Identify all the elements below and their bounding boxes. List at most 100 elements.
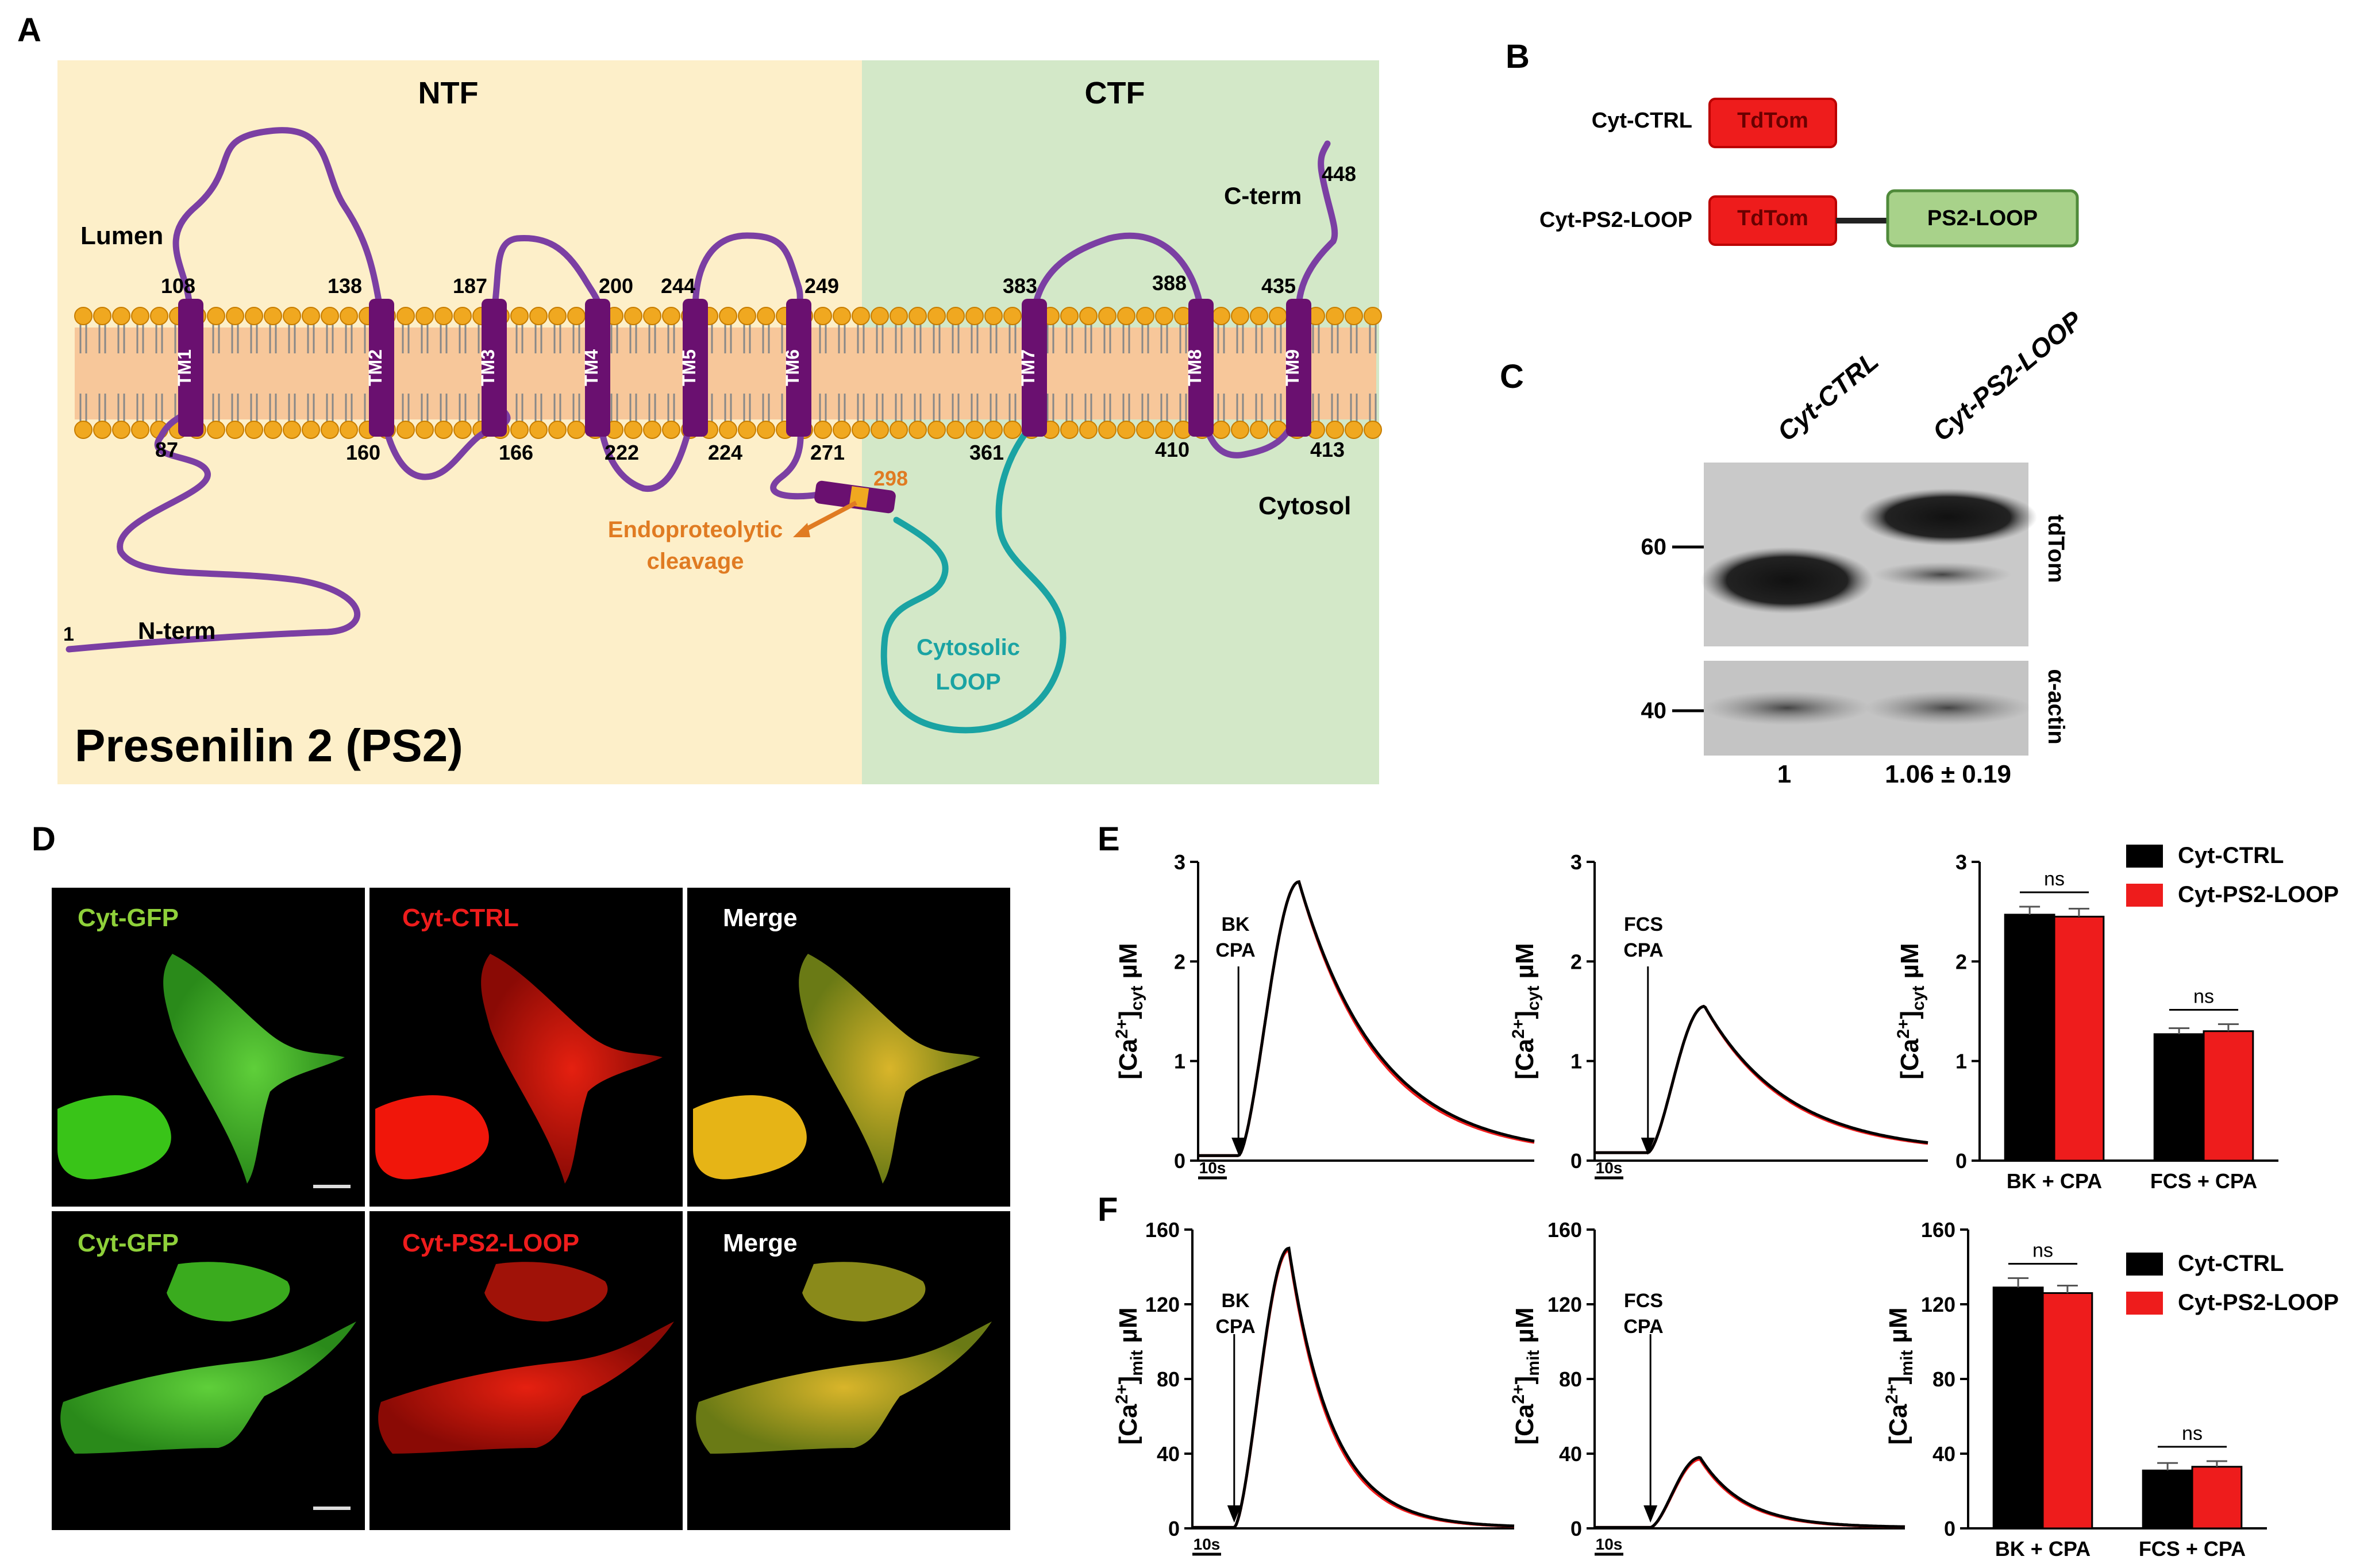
tm-helix-1: TM1 [174,299,203,437]
lipid-head [890,421,908,439]
cterm-label: C-term [1224,182,1302,209]
stimulus-label: FCS [1624,914,1663,935]
y-axis-label: [Ca2+]cyt µM [1509,943,1543,1079]
lipid-head [302,307,320,325]
y-tick-label: 1 [1174,1050,1185,1073]
y-tick-label: 120 [1921,1293,1955,1316]
lipid-head [833,307,851,325]
panel-label-c: C [1500,358,1524,395]
lipid-head [814,307,832,325]
cleavage-number: 298 [873,467,908,490]
lipid-head [321,421,339,439]
lipid-head [1136,421,1154,439]
stimulus-label: CPA [1623,1316,1663,1338]
legend-label: Cyt-CTRL [2178,843,2284,868]
cytosolic-loop [880,419,1067,734]
cell-gfp [163,954,345,1184]
lipid-head [1250,421,1268,439]
lipid-head [662,307,680,325]
y-tick-label: 40 [1932,1442,1955,1466]
lipid-head [984,421,1003,439]
loop-label-1: Cytosolic [917,635,1020,660]
significance-label: ns [2193,986,2214,1008]
cell-tdtom [484,1262,608,1322]
y-axis-label: [Ca2+]mit µM [1883,1307,1916,1444]
y-tick-label: 0 [1570,1149,1582,1173]
lane-label-ctrl: Cyt-CTRL [1772,346,1884,447]
cell-merge [693,1095,807,1180]
stimulus-label: BK [1221,1290,1250,1312]
lipid-head [1231,307,1249,325]
lipid-head [74,421,93,439]
lipid-head [131,307,149,325]
tm-helix-7: TM7 [1018,299,1047,437]
lipid-head [93,421,111,439]
lipid-head [643,307,661,325]
stimulus-label: CPA [1215,939,1255,961]
legend-label: Cyt-CTRL [2178,1251,2284,1276]
lipid-head [510,307,529,325]
y-axis-label: [Ca2+]cyt µM [1894,943,1928,1079]
lipid-head [1326,307,1344,325]
lipid-head [908,307,927,325]
y-tick-label: 120 [1547,1293,1582,1316]
ctf-label: CTF [1085,76,1145,110]
bar-ctrl [1992,1286,2044,1530]
lipid-head [1250,307,1268,325]
tm-label: TM7 [1018,349,1038,386]
lipid-head [1136,307,1154,325]
lipid-head [1345,421,1363,439]
bar-loop [2042,1292,2093,1530]
lipid-head [833,421,851,439]
tm-helix-3: TM3 [478,299,507,437]
tm-helix-4: TM4 [581,299,610,437]
x-category-label: FCS + CPA [2139,1537,2246,1561]
bar-loop [2203,1030,2254,1162]
time-scale-label: 10s [1596,1535,1623,1553]
band-ctrl-tdtom [1701,547,1873,614]
residue-number: 224 [708,441,742,464]
y-tick-label: 40 [1559,1442,1582,1466]
lipid-head [1117,307,1135,325]
lipid-head [1003,307,1022,325]
stimulus-arrowhead [1227,1505,1241,1523]
lipid-head [207,421,225,439]
lipid-head [415,421,434,439]
cell-tdtom [481,954,663,1184]
residue-number: 222 [605,441,639,464]
lipid-head [453,307,472,325]
tm-helix-9: TM9 [1282,299,1311,437]
lipid-head [245,307,263,325]
bar-loop [2053,915,2105,1162]
lipid-head [434,421,453,439]
y-tick-label: 2 [1174,950,1185,973]
y-tick-label: 160 [1921,1218,1955,1242]
mw-40: 40 [1641,698,1667,723]
legend-e: Cyt-CTRL Cyt-PS2-LOOP [2126,843,2339,907]
legend-swatch-ctrl [2126,845,2163,868]
y-tick-label: 3 [1955,850,1967,874]
tdtom-label-loop: TdTom [1737,206,1808,230]
lipid-head [852,307,870,325]
cell-merge [696,1322,992,1454]
stimulus-label: CPA [1623,939,1663,961]
lipid-head [396,307,415,325]
lipid-head [453,421,472,439]
lipid-head [1212,421,1230,439]
lipid-head [207,307,225,325]
ps2loop-box [1886,189,2079,248]
lipid-head [567,307,586,325]
panel-a-title: Presenilin 2 (PS2) [75,720,463,771]
lipid-head [1212,307,1230,325]
lipid-head [1155,421,1173,439]
micrograph-grid [52,888,1010,1530]
significance-label: ns [2032,1240,2053,1262]
lipid-head [908,421,927,439]
panel-label-e: E [1098,820,1120,858]
x-category-label: BK + CPA [2007,1169,2102,1193]
tm-label: TM3 [478,349,498,386]
lipid-head [757,421,775,439]
image-label: Cyt-GFP [78,1229,179,1257]
band-ctrl-actin [1704,691,1870,725]
residue-number: 410 [1155,438,1189,461]
